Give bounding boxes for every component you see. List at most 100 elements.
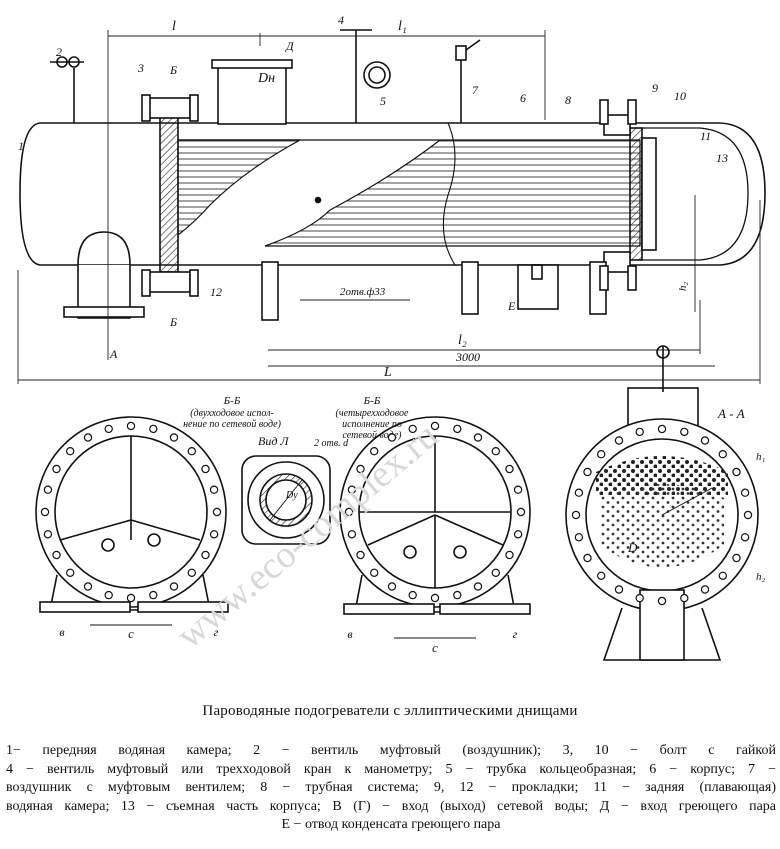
dimension-labels: l l₁ Dн 2отв.ф33 l₂ 3000 L h₂ [172,19,689,380]
bolt-hole [614,585,624,594]
leader-7: 7 [472,83,479,97]
bolt-hole [635,593,644,603]
leader-4: 4 [338,13,344,27]
leader-1: 1 [18,139,24,153]
label-D: Д [285,39,295,53]
bolt-hole [344,507,354,517]
bolt-hole [126,593,136,603]
bolt-hole [187,447,196,456]
legend-line-5: Е − отвод конденсата греющего пара [281,817,501,832]
bolt-hole [370,568,379,578]
bolt-hole [453,590,462,600]
dim-3000: 3000 [455,350,480,364]
bolt-hole [505,550,514,560]
view-bb2-g: г [513,627,518,641]
bolt-hole [597,571,606,581]
view-bb-four-pass-text: Б-Б (четырехходовое исполнение по сетево… [336,395,518,655]
view-bb2-note-1: (четырехходовое [336,408,409,419]
view-bb-two-pass-text: Б-Б (двухходовое испол- нение по сетевой… [59,395,281,641]
view-bb2-note-2: исполнение по [342,419,402,430]
bolt-hole [516,507,526,517]
bolt-hole [513,530,523,539]
view-L-text: Вид Л Dу 2 отв. d [258,434,349,501]
dim-l: l [172,19,176,34]
view-L [241,455,331,545]
bolt-hole [614,436,624,445]
bolt-hole [571,510,581,520]
bolt-hole [473,582,483,591]
figure-caption: Пароводяные подогреватели с эллиптически… [202,703,578,719]
leader-8: 8 [565,93,571,107]
bolt-hole [83,582,93,591]
view-aa-text: А - А D h₁ h₂ [627,406,766,583]
view-bb1-g: г [214,625,219,639]
bolt-hole [680,593,689,603]
bolt-hole [430,421,440,431]
view-bb1-c: c [128,626,134,641]
label-B-top: Б [169,63,177,77]
view-bb2-c: c [432,640,438,655]
bolt-hole [347,485,357,494]
leader-5: 5 [380,94,386,108]
view-aa-D: D [627,540,638,555]
view-bb2-v: в [347,627,352,641]
label-A: А [109,347,118,361]
dim-l1: l₁ [398,19,407,34]
view-bb2-note-3: сетевой воде) [342,430,402,441]
bolt-hole [209,530,219,539]
bolt-hole [408,424,417,434]
bolt-hole [149,590,158,600]
bolt-hole [583,553,592,563]
bolt-hole [680,427,689,437]
bolt-hole [574,533,584,542]
bolt-hole [65,447,75,456]
bolt-hole [740,488,750,497]
bolt-hole [40,507,50,517]
leader-10: 10 [674,89,686,103]
bolt-hole [473,433,483,442]
leader-9: 9 [652,81,658,95]
legend-line-1: 1− передняя водяная камера; 2 − вентиль … [6,743,776,758]
bolt-hole [583,467,592,477]
bolt-hole [370,447,379,456]
view-bb1-note-1: (двухходовое испол- [190,408,274,419]
bolt-hole [732,553,741,563]
view-L-holes: 2 отв. d [314,438,349,449]
dim-L: L [383,365,392,380]
bolt-hole [740,533,750,542]
view-L-dy: Dу [285,490,298,501]
bolt-hole [743,510,753,520]
side-elevation [19,29,766,321]
bolt-hole [169,433,179,442]
flange-bolt-holes [40,421,753,606]
bolt-hole [356,464,365,474]
bolt-hole [52,550,61,560]
bolt-hole [52,464,61,474]
leader-3: 3 [137,61,144,75]
view-bb2-title: Б-Б [363,395,381,407]
bolt-hole [700,585,710,594]
bolt-hole [43,530,53,539]
bolt-hole [104,424,113,434]
dim-l2: l₂ [458,333,467,348]
bolt-hole [597,450,606,459]
bolt-hole [201,550,210,560]
leader-11: 11 [700,129,711,143]
bolt-hole [718,571,728,581]
view-aa-title: А - А [717,406,745,421]
bolt-hole [169,582,179,591]
dim-h2: h₂ [677,282,689,292]
dim-dn: Dн [257,71,275,86]
bolt-hole [491,447,500,456]
bolt-hole [83,433,93,442]
leader-12: 12 [210,285,222,299]
bolt-hole [657,596,667,606]
bolt-hole [513,485,523,494]
bolt-hole [491,568,500,578]
view-L-title: Вид Л [258,434,289,448]
bolt-hole [635,427,644,437]
bolt-hole [408,590,417,600]
bolt-hole [700,436,710,445]
bolt-hole [718,450,728,459]
